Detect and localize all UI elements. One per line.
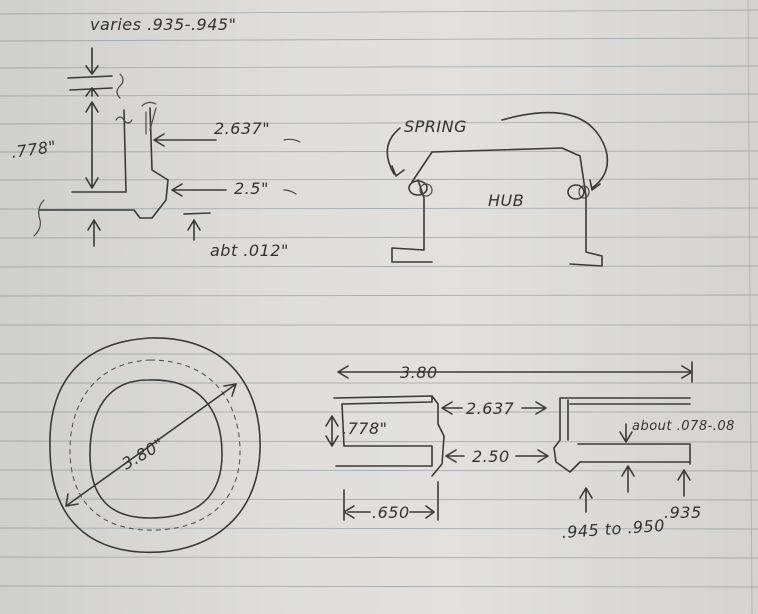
label-650: .650: [372, 503, 410, 522]
label-ring-diameter: 3.80": [119, 434, 168, 473]
label-250-bottom: 2.50: [472, 447, 510, 466]
label-778-top: .778": [10, 137, 58, 162]
label-935: .935: [664, 503, 702, 522]
label-2637-bottom: 2.637: [466, 399, 515, 418]
label-abt-012: abt .012": [210, 241, 289, 260]
ring-sketch: [49, 337, 261, 554]
label-spring: SPRING: [404, 117, 467, 136]
label-about-078: about .078-.08: [632, 419, 735, 434]
label-945-950: .945 to .950: [561, 516, 666, 542]
dimensioned-sections: [325, 361, 693, 521]
cross-section-sketch: [33, 47, 301, 247]
label-varies: varies .935-.945": [90, 15, 236, 34]
spring-hub-sketch: [386, 111, 609, 267]
label-778-bottom: .778": [342, 419, 387, 438]
label-380: 3.80: [400, 363, 438, 382]
label-25-top: 2.5": [234, 179, 269, 198]
label-hub: HUB: [488, 191, 524, 210]
label-2637-top: 2.637": [214, 119, 270, 138]
